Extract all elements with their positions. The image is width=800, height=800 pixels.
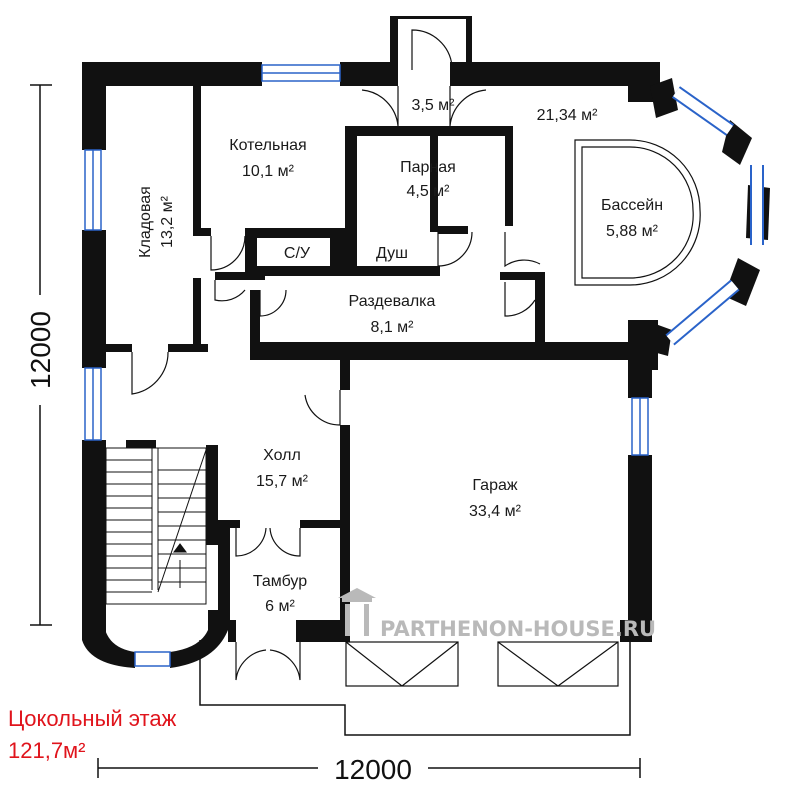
vertical-dimension: 12000	[22, 84, 58, 626]
watermark: PARTHENON-HOUSE.RU	[338, 588, 656, 641]
floor-caption-area: 121,7м²	[8, 738, 86, 763]
room-razdevalka-area: 8,1 м²	[370, 319, 414, 336]
pool-basin	[574, 139, 701, 286]
horizontal-dimension: 12000	[97, 752, 641, 785]
room-kotelnaya-area: 10,1 м²	[242, 163, 295, 180]
vertical-dimension-label: 12000	[25, 311, 56, 389]
interior-walls	[106, 86, 645, 620]
watermark-text: PARTHENON-HOUSE.RU	[380, 617, 656, 641]
room-pool-hall-area: 21,34 м²	[537, 107, 598, 124]
room-parnaya-area: 4,5 м²	[406, 183, 450, 200]
room-holl-name: Холл	[263, 447, 301, 464]
room-basseyn-name: Бассейн	[601, 197, 663, 214]
room-dush-name: Душ	[376, 245, 408, 262]
doors	[131, 29, 541, 681]
room-tambur-area: 6 м²	[265, 598, 295, 615]
room-holl-area: 15,7 м²	[256, 473, 309, 490]
horizontal-dimension-label: 12000	[334, 754, 412, 785]
floor-caption-title: Цокольный этаж	[8, 706, 177, 731]
room-labels: Кладовая 13,2 м² Котельная 10,1 м² Парна…	[137, 97, 663, 615]
room-su-name: С/У	[284, 245, 311, 262]
garage-gates	[345, 641, 619, 687]
room-tambur-top-area: 3,5 м²	[411, 97, 455, 114]
room-kladovaya-area: 13,2 м²	[159, 195, 176, 248]
room-garazh-name: Гараж	[472, 477, 517, 494]
room-kladovaya-name: Кладовая	[137, 186, 154, 258]
room-tambur-name: Тамбур	[253, 573, 307, 590]
room-kotelnaya-name: Котельная	[229, 137, 306, 154]
windows	[84, 64, 764, 667]
room-parnaya-name: Парная	[400, 159, 456, 176]
room-basseyn-area: 5,88 м²	[606, 223, 659, 240]
room-razdevalka-name: Раздевалка	[349, 293, 436, 310]
staircase	[105, 447, 207, 605]
base-outline	[199, 640, 631, 736]
room-garazh-area: 33,4 м²	[469, 503, 522, 520]
